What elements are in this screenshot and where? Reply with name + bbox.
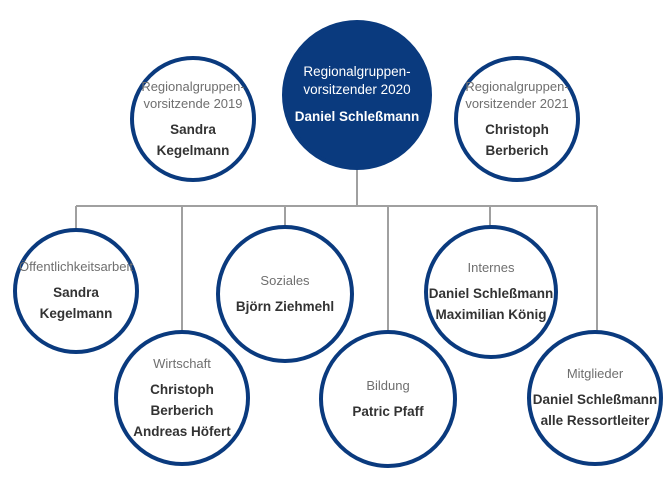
node-vorsitzender-2021: Regionalgruppen- vorsitzender 2021 Chris… [454, 56, 580, 182]
node-internes: Internes Daniel Schleßmann Maximilian Kö… [424, 225, 558, 359]
node-person: Daniel Schleßmann [532, 392, 658, 407]
node-person: Daniel Schleßmann [428, 286, 554, 301]
node-role: Regionalgruppen- vorsitzender 2021 [465, 78, 569, 111]
node-person: Sandra Kegelmann [156, 121, 230, 158]
node-role: Wirtschaft [153, 355, 211, 371]
node-vorsitzender-2020: Regionalgruppen- vorsitzender 2020 Danie… [282, 20, 432, 170]
node-role: Regionalgruppen- vorsitzender 2020 [303, 64, 411, 97]
node-role: Mitglieder [566, 366, 624, 381]
node-person: Björn Ziehmehl [235, 298, 335, 314]
node-person: Christoph Berberich [485, 121, 549, 158]
node-person: Sandra Kegelmann [39, 285, 113, 321]
node-role: Regionalgruppen- vorsitzende 2019 [141, 78, 245, 111]
node-oeffentlichkeitsarbeit: Öffentlichkeitsarbeit Sandra Kegelmann [13, 228, 139, 354]
node-soziales: Soziales Björn Ziehmehl [216, 225, 354, 363]
node-person: alle Ressortleiter [540, 413, 650, 428]
node-mitglieder: Mitglieder Daniel Schleßmann alle Ressor… [527, 330, 663, 466]
node-role: Soziales [260, 272, 310, 288]
node-bildung: Bildung Patric Pfaff [319, 330, 457, 468]
node-person: Andreas Höfert [133, 423, 231, 439]
node-role: Öffentlichkeitsarbeit [19, 259, 133, 274]
node-person: Patric Pfaff [352, 403, 424, 419]
node-person: Christoph Berberich [150, 381, 214, 418]
node-role: Bildung [366, 377, 410, 393]
node-role: Internes [467, 260, 515, 275]
node-vorsitzende-2019: Regionalgruppen- vorsitzende 2019 Sandra… [130, 56, 256, 182]
node-person: Maximilian König [435, 307, 547, 322]
node-person: Daniel Schleßmann [294, 109, 420, 124]
node-wirtschaft: Wirtschaft Christoph Berberich Andreas H… [114, 330, 250, 466]
